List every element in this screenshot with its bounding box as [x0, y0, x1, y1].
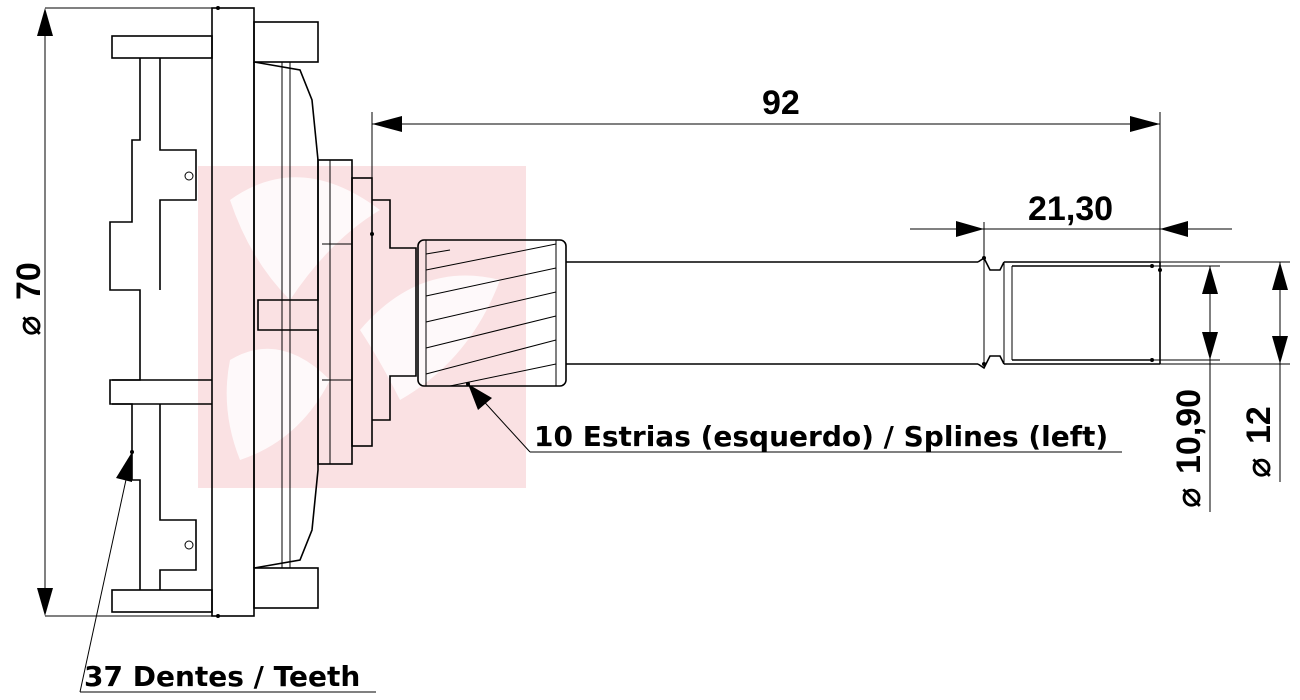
diameter-symbol: ⌀ [1240, 458, 1278, 478]
shaft [565, 256, 1161, 370]
teeth-callout: 37 Dentes / Teeth [79, 451, 376, 693]
gear-body [109, 7, 417, 617]
shaft-length-dimension: 92 [371, 84, 1161, 262]
inner-diameter-value: 10,90 [1170, 389, 1208, 474]
shaft-diameter-dimensions: ⌀ 10,90 ⌀ 12 [1150, 261, 1290, 512]
point-markers [130, 6, 1162, 618]
outer-diameter-value: 12 [1240, 406, 1278, 444]
company-logo-watermark [198, 166, 526, 488]
teeth-label: 37 Dentes / Teeth [84, 660, 360, 693]
diameter-symbol: ⌀ [1170, 488, 1208, 508]
spline-section [417, 239, 567, 387]
splines-label: 10 Estrias (esquerdo) / Splines (left) [534, 420, 1108, 453]
diameter-symbol: ⌀ [10, 316, 48, 336]
splines-callout: 10 Estrias (esquerdo) / Splines (left) [467, 383, 1122, 453]
shaft-length-value: 92 [762, 84, 800, 122]
overall-diameter-value: 70 [10, 262, 48, 300]
end-length-dimension: 21,30 [910, 190, 1232, 258]
end-length-value: 21,30 [1028, 190, 1113, 228]
overall-diameter-dimension: ⌀ 70 [10, 7, 220, 617]
